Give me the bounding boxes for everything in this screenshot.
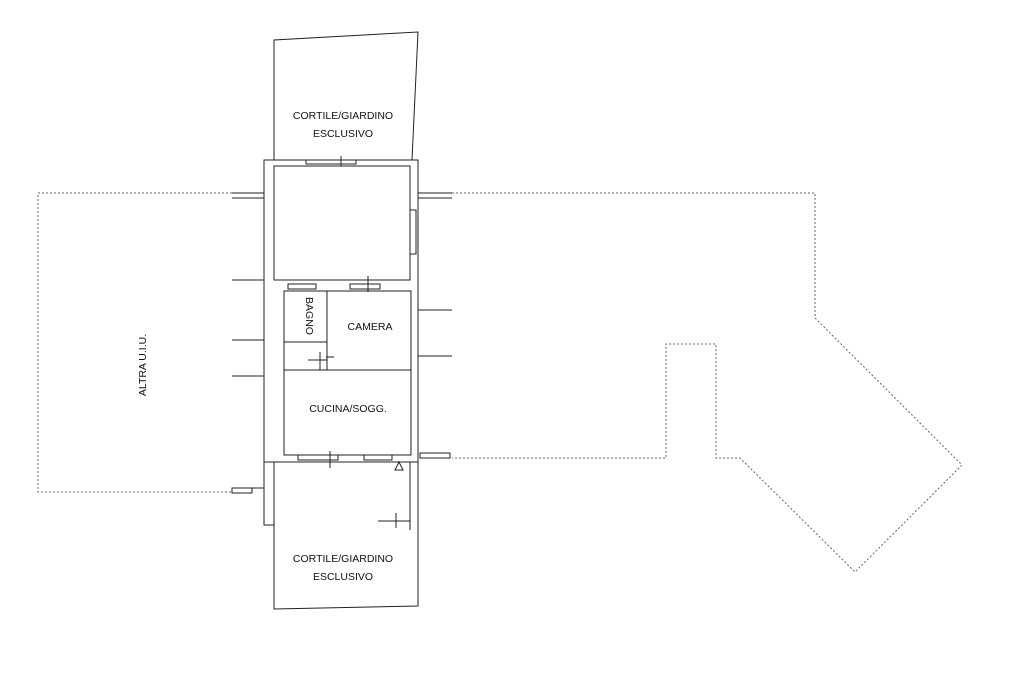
room-label-kitchen-living: CUCINA/SOGG.	[309, 403, 387, 415]
window-symbols	[231, 156, 451, 528]
room-label-bedroom: CAMERA	[348, 321, 393, 333]
room-partitions	[283, 290, 412, 456]
courtyard-bottom-label-line1: CORTILE/GIARDINO	[293, 553, 393, 565]
courtyard-top-label-line1: CORTILE/GIARDINO	[293, 110, 393, 122]
courtyard-bottom-label-line2: ESCLUSIVO	[313, 571, 373, 583]
other-unit-left-outline	[37, 192, 232, 493]
room-label-bathroom: BAGNO	[303, 297, 315, 335]
other-unit-right-outline	[452, 192, 963, 573]
courtyard-top-outline	[273, 31, 419, 161]
other-unit-label: ALTRA U.I.U.	[137, 334, 149, 396]
courtyard-top-label-line2: ESCLUSIVO	[313, 128, 373, 140]
apartment-walls	[232, 159, 452, 489]
courtyard-bottom-outline	[263, 462, 419, 610]
